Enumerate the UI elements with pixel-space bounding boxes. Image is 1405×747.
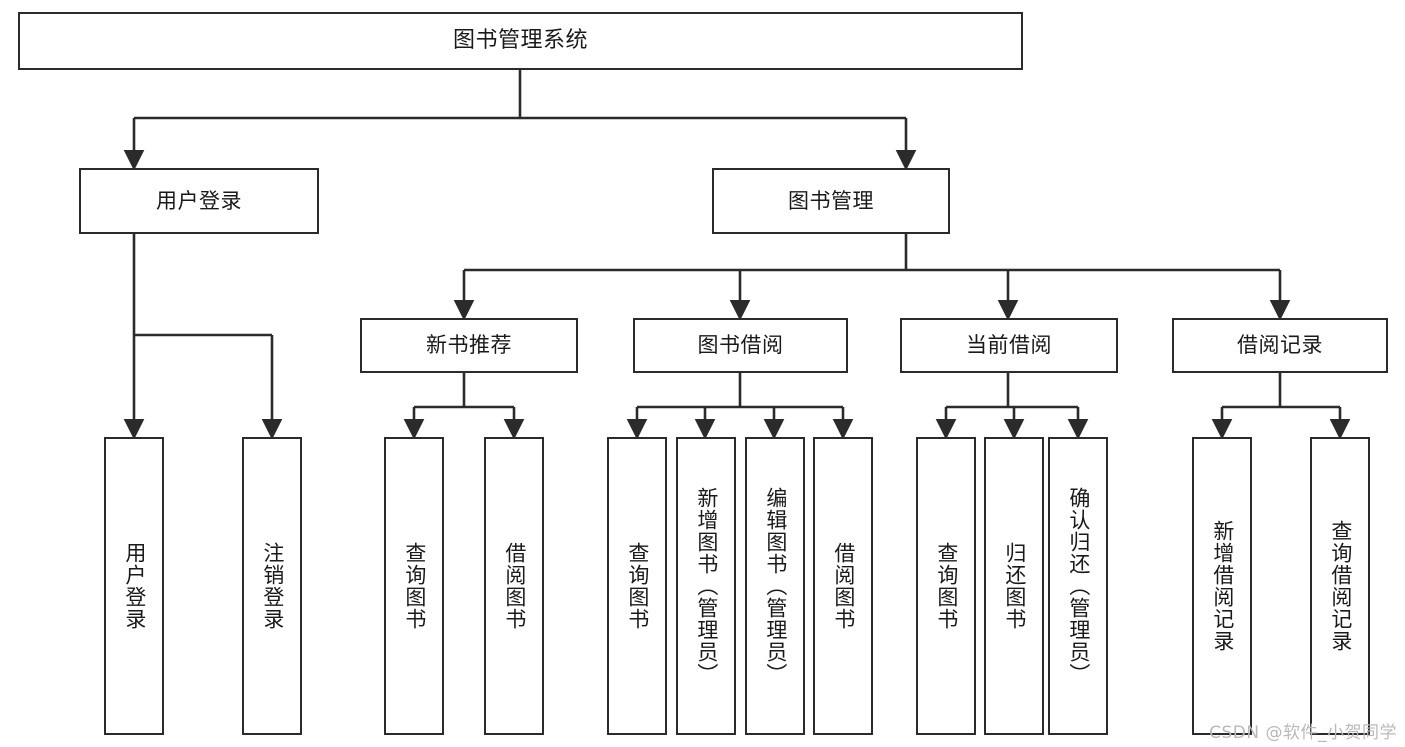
- leaf-current-confirm-return[interactable]: 确认归还（管理员）: [1048, 437, 1108, 735]
- leaf-borrow-edit-book[interactable]: 编辑图书（管理员）: [745, 437, 805, 735]
- node-label: 新增图书（管理员）: [694, 487, 719, 685]
- node-book-management[interactable]: 图书管理: [712, 168, 950, 234]
- node-borrow-records[interactable]: 借阅记录: [1172, 318, 1388, 373]
- leaf-user-login-login[interactable]: 用户登录: [104, 437, 164, 735]
- leaf-current-return-book[interactable]: 归还图书: [984, 437, 1044, 735]
- leaf-new-book-query[interactable]: 查询图书: [384, 437, 444, 735]
- node-label: 当前借阅: [966, 333, 1052, 358]
- node-user-login[interactable]: 用户登录: [79, 168, 319, 234]
- node-root-system[interactable]: 图书管理系统: [18, 12, 1023, 70]
- node-label: 编辑图书（管理员）: [763, 487, 788, 685]
- node-label: 图书管理: [788, 188, 874, 213]
- node-label: 确认归还（管理员）: [1066, 487, 1091, 685]
- node-label: 归还图书: [1002, 542, 1027, 630]
- node-label: 新增借阅记录: [1210, 520, 1235, 652]
- node-label: 查询图书: [402, 542, 427, 630]
- node-current-borrow[interactable]: 当前借阅: [900, 318, 1118, 373]
- node-label: 查询借阅记录: [1328, 520, 1353, 652]
- node-label: 查询图书: [934, 542, 959, 630]
- leaf-borrow-add-book[interactable]: 新增图书（管理员）: [676, 437, 736, 735]
- leaf-records-query-record[interactable]: 查询借阅记录: [1310, 437, 1370, 735]
- leaf-records-add-record[interactable]: 新增借阅记录: [1192, 437, 1252, 735]
- watermark-text: CSDN @软件_小贺同学: [1209, 723, 1397, 743]
- node-label: 查询图书: [625, 542, 650, 630]
- node-label: 用户登录: [156, 188, 242, 213]
- node-label: 图书管理系统: [452, 28, 588, 54]
- node-label: 借阅记录: [1237, 333, 1323, 358]
- node-label: 新书推荐: [426, 333, 512, 358]
- leaf-current-query-book[interactable]: 查询图书: [916, 437, 976, 735]
- leaf-borrow-borrow-book[interactable]: 借阅图书: [813, 437, 873, 735]
- node-label: 用户登录: [122, 542, 147, 630]
- node-label: 借阅图书: [502, 542, 527, 630]
- leaf-borrow-query-book[interactable]: 查询图书: [607, 437, 667, 735]
- node-new-book-recommend[interactable]: 新书推荐: [360, 318, 578, 373]
- node-label: 借阅图书: [831, 542, 856, 630]
- node-book-borrow[interactable]: 图书借阅: [633, 318, 848, 373]
- node-label: 注销登录: [260, 542, 285, 630]
- leaf-new-book-borrow[interactable]: 借阅图书: [484, 437, 544, 735]
- node-label: 图书借阅: [697, 333, 784, 358]
- leaf-user-login-logout[interactable]: 注销登录: [242, 437, 302, 735]
